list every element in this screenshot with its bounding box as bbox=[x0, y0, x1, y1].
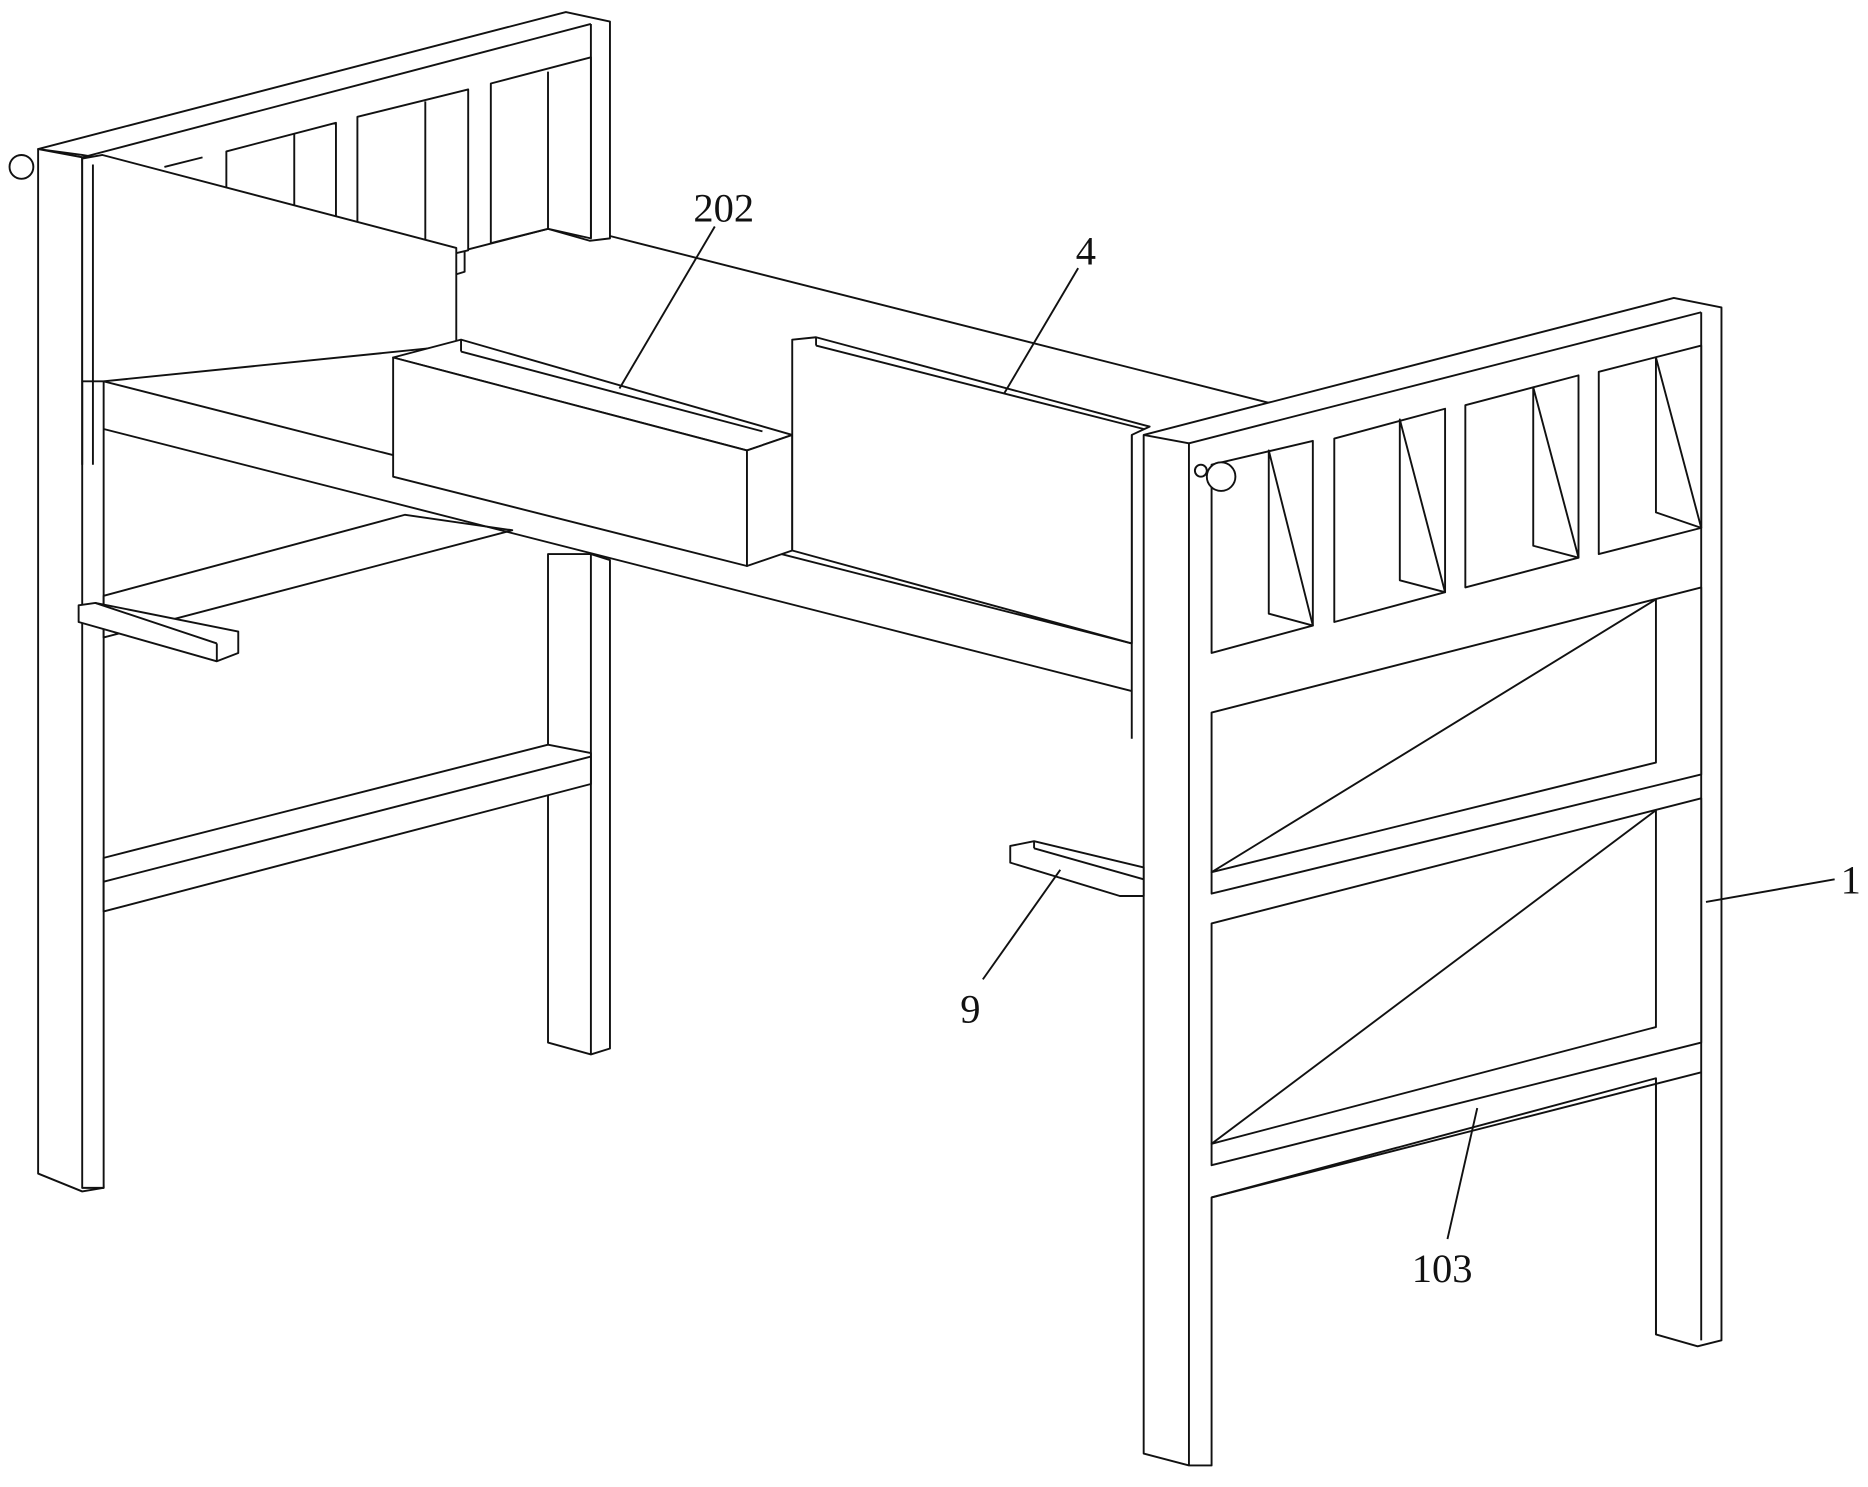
leader-1 bbox=[1706, 879, 1835, 902]
label-9: 9 bbox=[960, 986, 980, 1031]
label-103: 103 bbox=[1412, 1246, 1473, 1291]
leader-4 bbox=[1004, 268, 1078, 393]
label-202: 202 bbox=[693, 186, 754, 231]
label-4: 4 bbox=[1076, 229, 1096, 274]
leader-9 bbox=[983, 870, 1060, 980]
label-1: 1 bbox=[1841, 858, 1861, 903]
